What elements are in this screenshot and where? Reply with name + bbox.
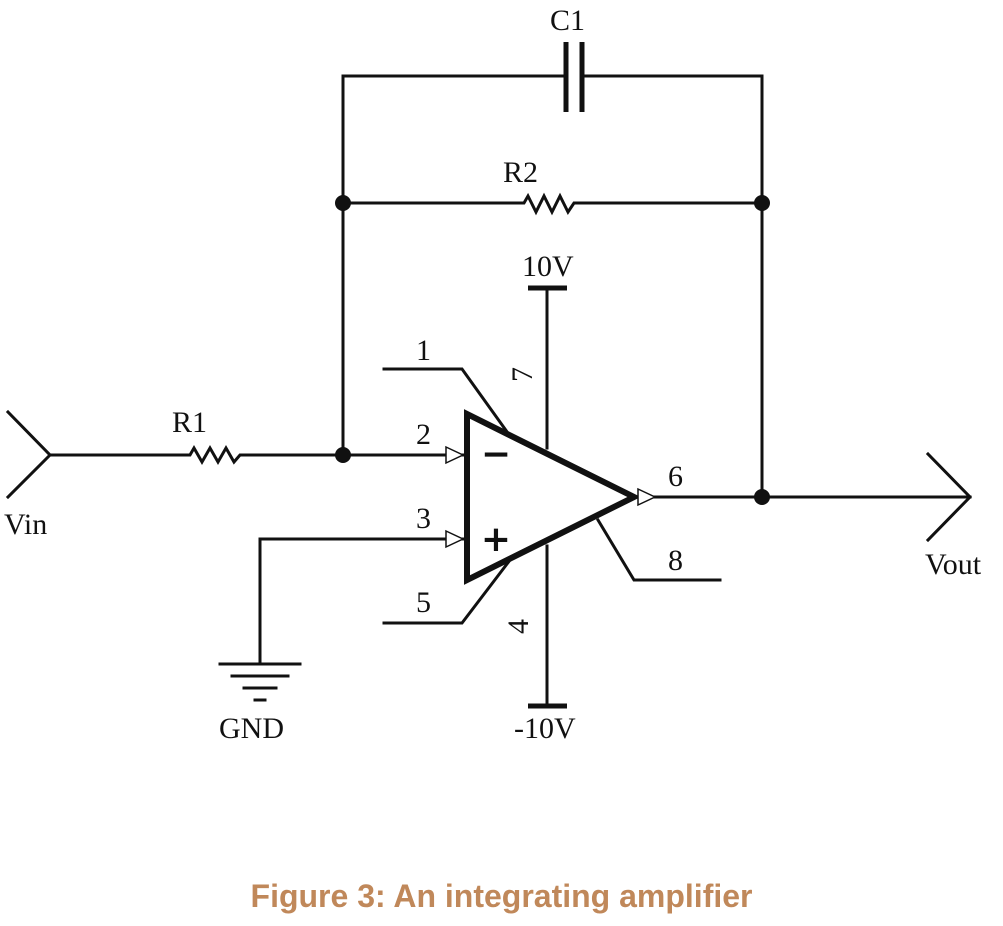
- label-pin1: 1: [416, 334, 431, 367]
- label-pin6: 6: [668, 460, 683, 493]
- noninverting-sign: +: [481, 519, 511, 560]
- ground-network: [218, 537, 467, 702]
- noninverting-wire: [258, 537, 467, 666]
- ground-icon: [218, 662, 302, 702]
- label-r2: R2: [503, 156, 538, 189]
- label-vin: Vin: [4, 508, 47, 541]
- junction-dot: [335, 447, 351, 463]
- opamp-triangle: [464, 409, 641, 585]
- output-network: [653, 451, 973, 543]
- resistor-r2: [341, 192, 764, 216]
- label-r1: R1: [172, 406, 207, 439]
- figure-caption: Figure 3: An integrating amplifier: [250, 878, 753, 914]
- label-c1: C1: [550, 4, 585, 37]
- label-vout: Vout: [925, 548, 982, 581]
- pin5-lead: [382, 557, 513, 625]
- label-pin5: 5: [416, 586, 431, 619]
- label-gnd: GND: [219, 712, 284, 745]
- label-10v: 10V: [522, 250, 574, 283]
- inverting-sign: −: [481, 434, 511, 475]
- label-pin7: 7: [506, 367, 539, 382]
- junction-dot: [335, 195, 351, 211]
- junction-dot: [754, 195, 770, 211]
- integrator-schematic: − + C1 R2 10V R1 Vin Vout GND -10V 1 2 3…: [4, 4, 982, 745]
- label-pin2: 2: [416, 418, 431, 451]
- pin1-lead: [382, 367, 513, 439]
- label-pin3: 3: [416, 502, 431, 535]
- input-network: [5, 409, 467, 500]
- pin-marker: [445, 529, 465, 549]
- pin-marker: [445, 445, 465, 465]
- pin-marker: [637, 487, 657, 507]
- junction-dot: [754, 489, 770, 505]
- input-arrow: [5, 409, 53, 500]
- output-arrow: [925, 451, 973, 543]
- label-pin4: 4: [502, 619, 535, 634]
- resistor-r1: [48, 444, 467, 466]
- feedback-network: [335, 42, 770, 499]
- label-neg10v: -10V: [514, 712, 576, 745]
- capacitor-c1: [563, 42, 585, 112]
- label-pin8: 8: [668, 544, 683, 577]
- pin8-lead: [595, 517, 722, 582]
- opamp: − +: [382, 285, 722, 709]
